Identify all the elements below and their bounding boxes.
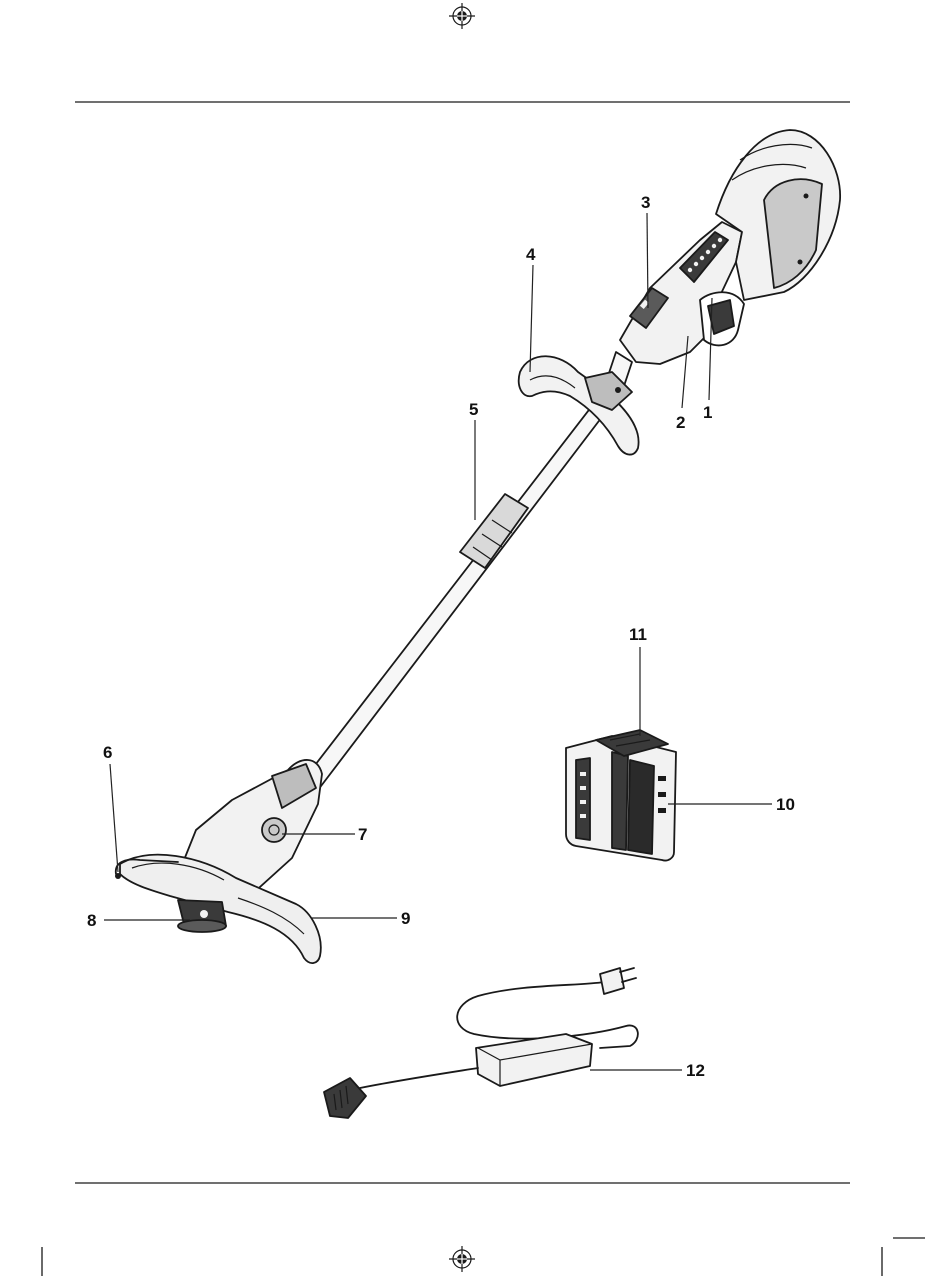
output-cable bbox=[360, 1068, 478, 1088]
callout-10: 10 bbox=[776, 795, 795, 814]
callout-3: 3 bbox=[641, 193, 650, 212]
registration-mark-icon bbox=[449, 3, 475, 29]
callout-7: 7 bbox=[358, 825, 367, 844]
callout-1: 1 bbox=[703, 403, 712, 422]
callout-6: 6 bbox=[103, 743, 112, 762]
trimmer-illustration bbox=[115, 130, 840, 963]
callout-8: 8 bbox=[87, 911, 96, 930]
callout-12: 12 bbox=[686, 1061, 705, 1080]
callout-2: 2 bbox=[676, 413, 685, 432]
callout-9: 9 bbox=[401, 909, 410, 928]
battery-pack-illustration bbox=[566, 730, 676, 861]
angle-knob bbox=[262, 818, 286, 842]
callout-11: 11 bbox=[629, 625, 647, 644]
charger-adapter bbox=[476, 1034, 592, 1086]
registration-mark-icon bbox=[449, 1246, 475, 1272]
telescopic-collar bbox=[460, 494, 528, 568]
callout-4: 4 bbox=[526, 245, 536, 264]
callout-5: 5 bbox=[469, 400, 478, 419]
charger-illustration bbox=[324, 968, 638, 1118]
trimmer-shaft bbox=[302, 380, 624, 790]
charger-connector bbox=[324, 1078, 366, 1118]
